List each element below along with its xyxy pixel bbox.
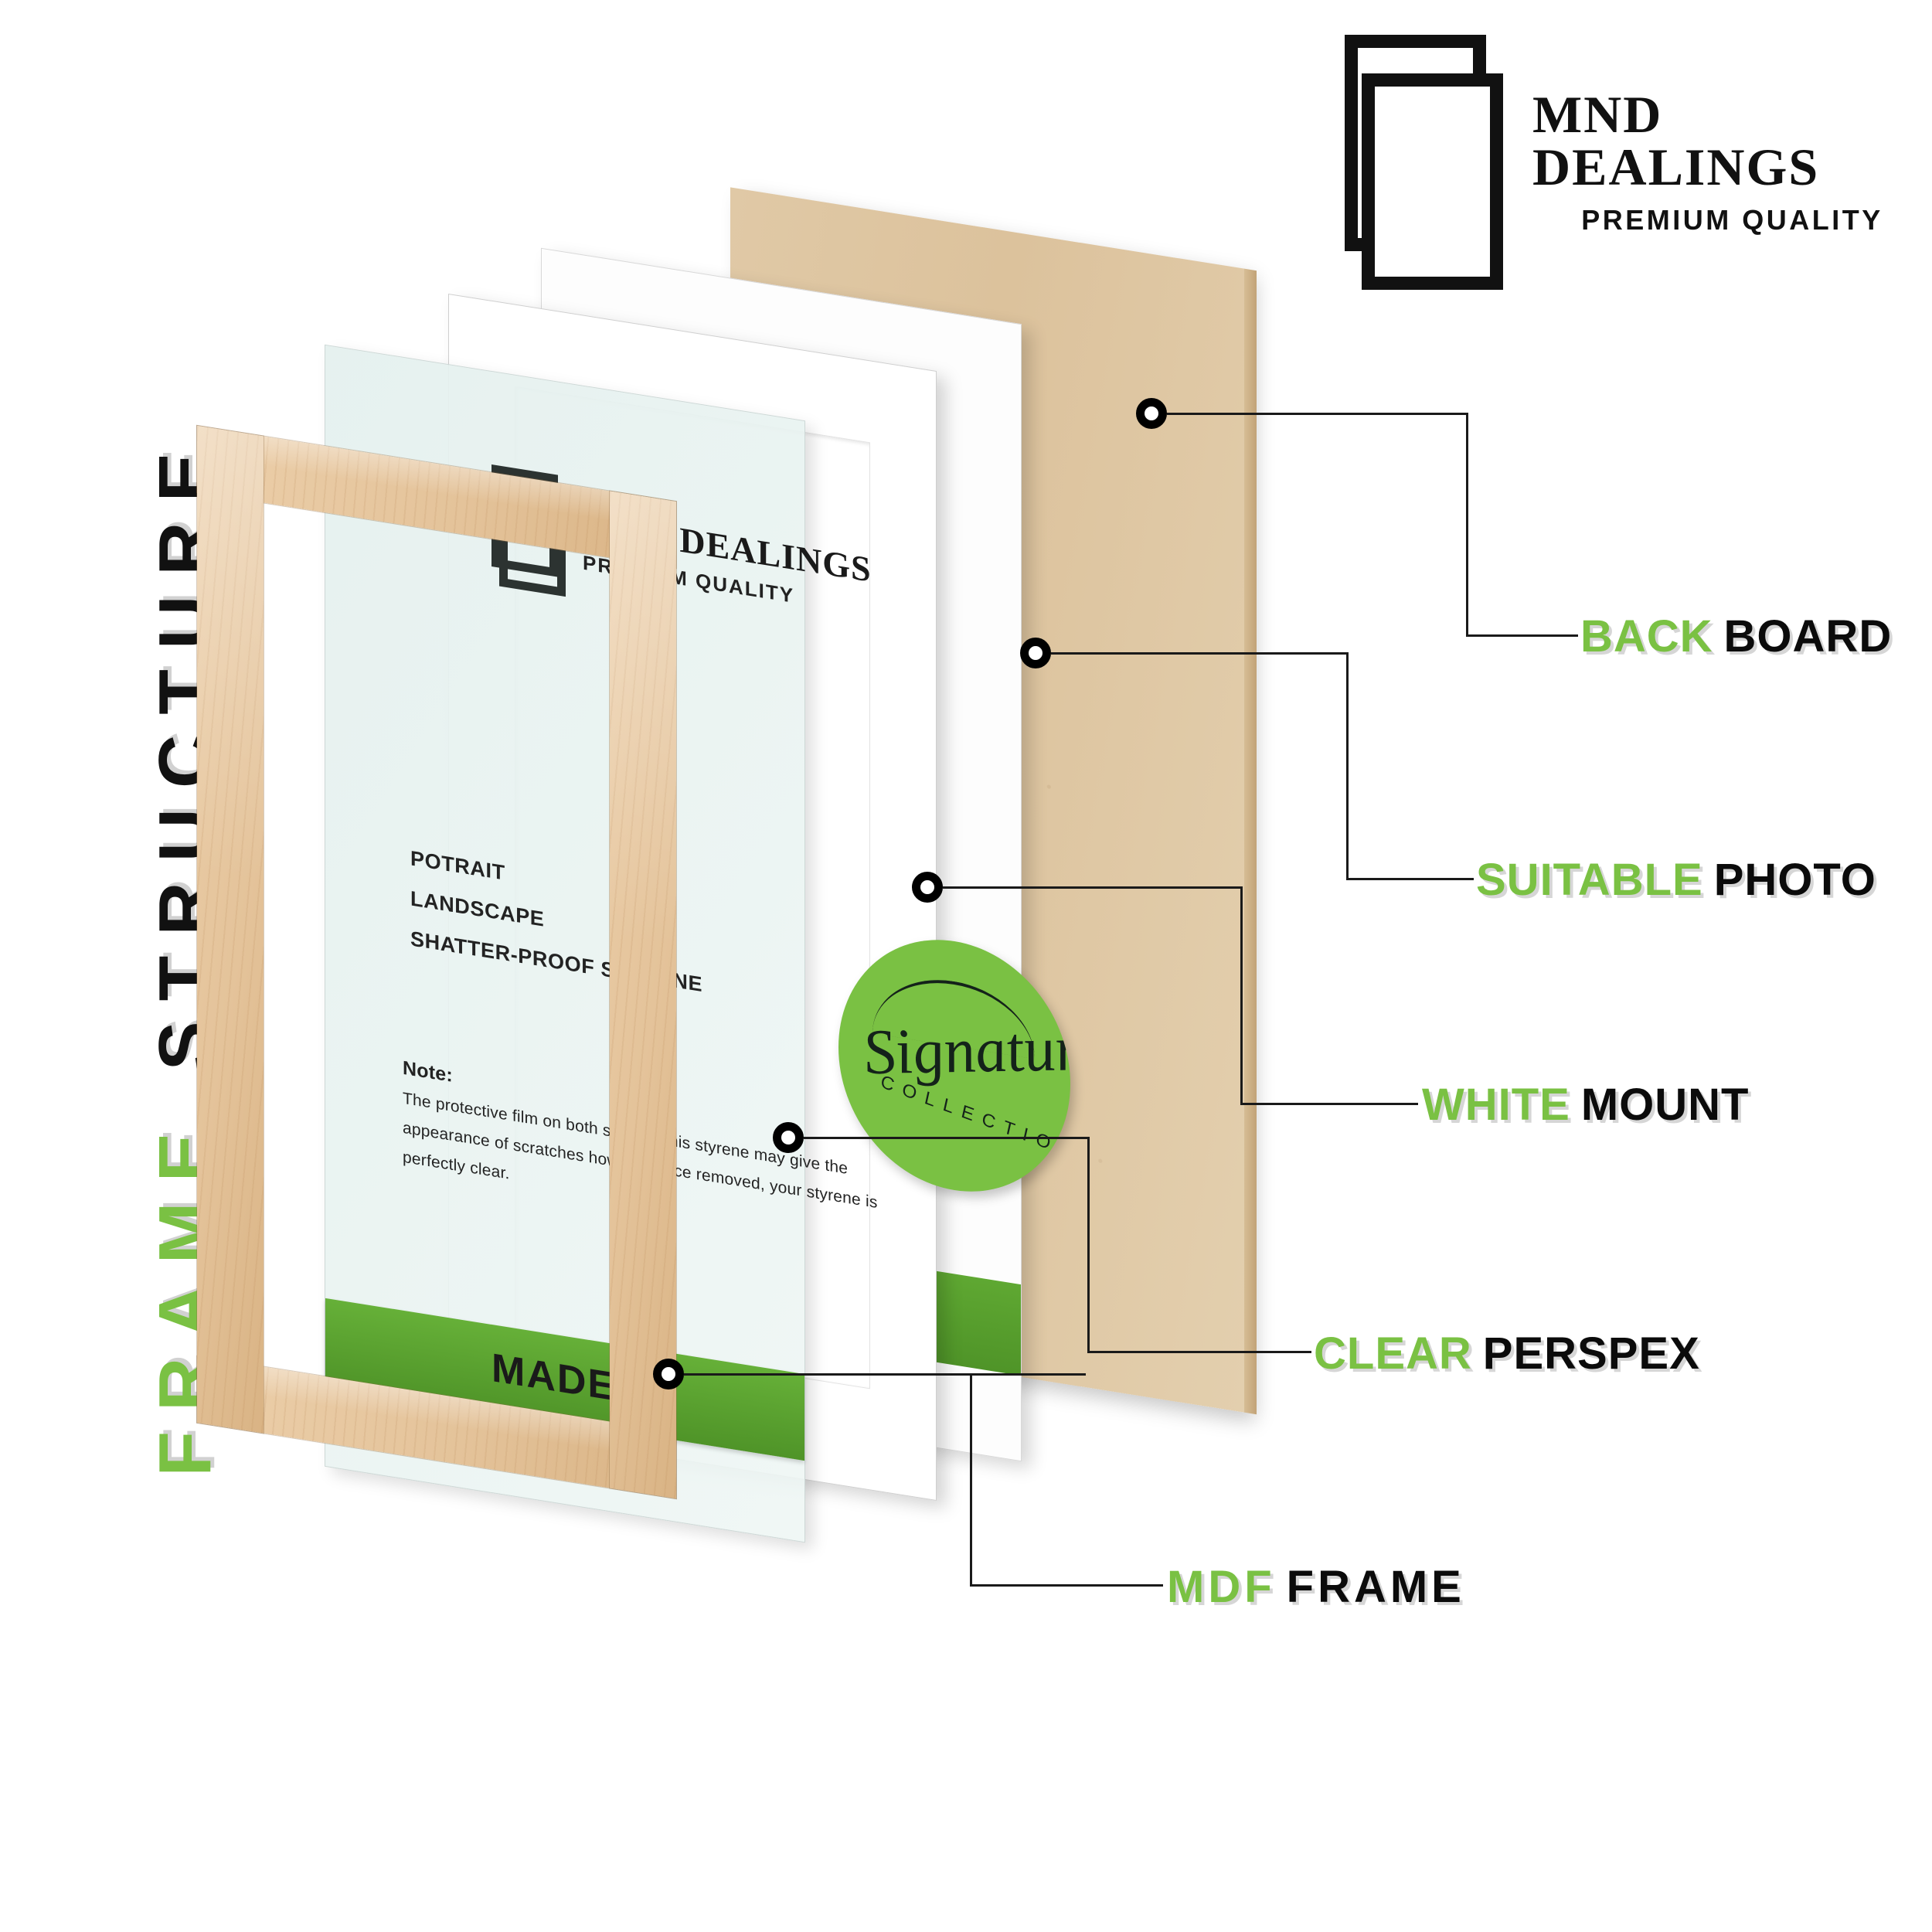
callout-label-mount-black: MOUNT (1580, 1080, 1750, 1130)
callout-label-backboard-black: BOARD (1723, 611, 1893, 662)
callout-label-perspex-black: PERSPEX (1482, 1328, 1700, 1379)
callout-label-mount-green: WHITE (1422, 1080, 1570, 1130)
brand-name: MND DEALINGS (1532, 85, 1820, 196)
layer-wooden-mdf-frame (197, 425, 676, 1499)
callout-label-perspex-green: CLEAR (1314, 1328, 1472, 1379)
callout-leader-backboard-h1 (1167, 413, 1468, 415)
brand-logo: MND DEALINGS PREMIUM QUALITY (1345, 35, 1932, 290)
callout-dot-photo[interactable] (1020, 638, 1051, 668)
callout-leader-frame-v (970, 1373, 972, 1586)
callout-dot-backboard[interactable] (1136, 398, 1167, 429)
callout-leader-frame-h1 (684, 1373, 1086, 1376)
callout-label-backboard-green: BACK (1580, 611, 1713, 662)
callout-leader-mount-h1 (943, 886, 1243, 889)
callout-label-photo-green: SUITABLE (1476, 855, 1703, 905)
callout-dot-perspex[interactable] (773, 1122, 804, 1153)
logo-rect-front (1362, 73, 1503, 290)
callout-label-frame-black: FRAME (1286, 1562, 1465, 1612)
callout-label-photo-black: PHOTO (1713, 855, 1876, 905)
brand-text: MND DEALINGS PREMIUM QUALITY (1532, 88, 1932, 236)
frame-bar-right (610, 491, 676, 1499)
brand-tagline: PREMIUM QUALITY (1581, 204, 1883, 236)
callout-leader-perspex-h1 (804, 1137, 1090, 1139)
callout-dot-mount[interactable] (912, 872, 943, 903)
callout-leader-photo-h1 (1051, 652, 1349, 655)
callout-leader-backboard-v (1466, 413, 1468, 637)
callout-leader-perspex-h2 (1087, 1351, 1311, 1353)
callout-leader-mount-h2 (1240, 1103, 1418, 1105)
callout-dot-frame[interactable] (653, 1359, 684, 1389)
double-rectangle-frame-logo-icon (1345, 35, 1503, 290)
callout-leader-photo-h2 (1346, 878, 1474, 880)
frame-bar-left (197, 425, 264, 1434)
callout-leader-backboard-h2 (1466, 634, 1578, 637)
callout-leader-photo-v (1346, 652, 1349, 880)
backboard-edge (1244, 268, 1257, 1415)
callout-label-frame-green: MDF (1167, 1562, 1276, 1612)
callout-leader-frame-h2 (970, 1584, 1163, 1587)
callout-leader-mount-v (1240, 886, 1243, 1105)
callout-leader-perspex-v (1087, 1137, 1090, 1353)
